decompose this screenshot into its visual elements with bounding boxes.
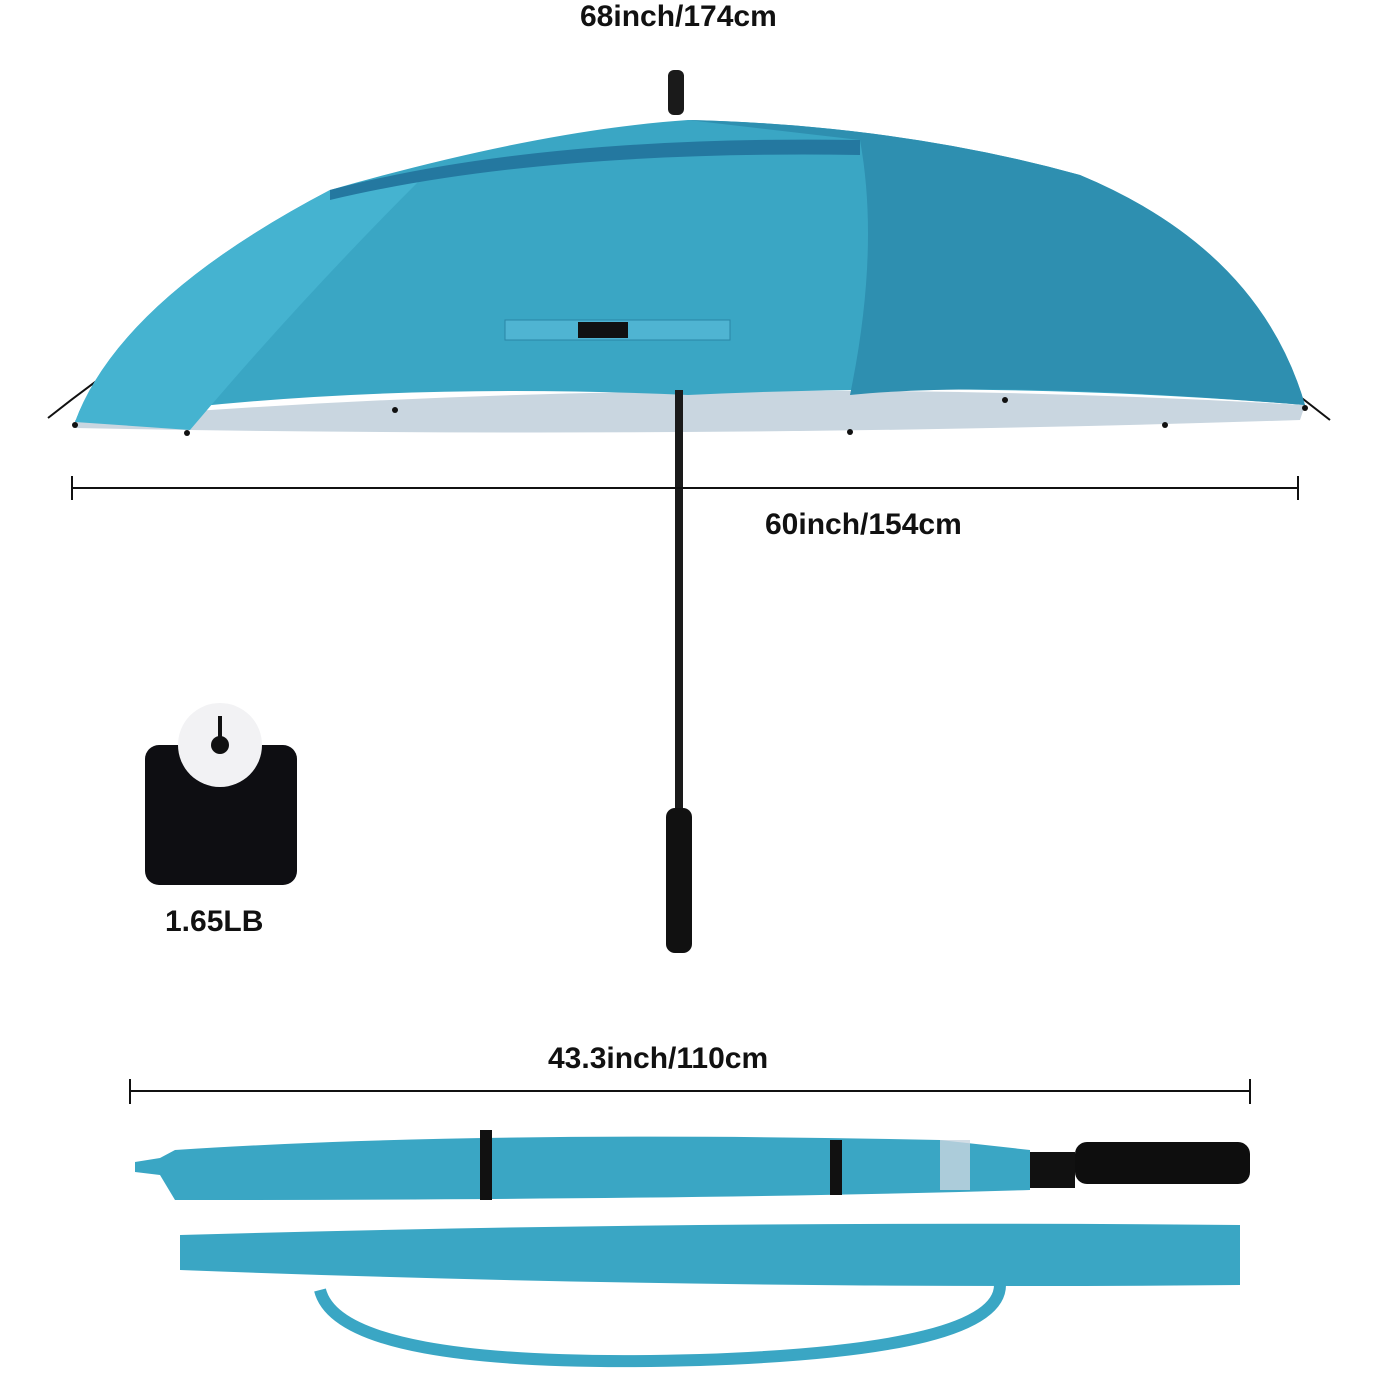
canopy-shade-left (75, 180, 420, 430)
brand-label (578, 322, 628, 338)
umbrella-shaft (675, 390, 683, 810)
canopy-underside (75, 390, 1305, 433)
scale-weight-icon (145, 703, 297, 885)
closed-length-label: 43.3inch/110cm (548, 1042, 769, 1075)
umbrella-handle (666, 808, 692, 953)
carry-sleeve (180, 1223, 1240, 1368)
umbrella-tip (668, 70, 684, 115)
closed-umbrella (135, 1130, 1250, 1200)
weight-label: 1.65LB (165, 905, 264, 938)
open-diameter-label: 60inch/154cm (765, 508, 962, 541)
canopy-shade-right (688, 120, 1305, 405)
canopy-vent (330, 139, 860, 200)
arc-length-label: 68inch/174cm (580, 0, 777, 33)
rib-tips (72, 397, 1308, 436)
